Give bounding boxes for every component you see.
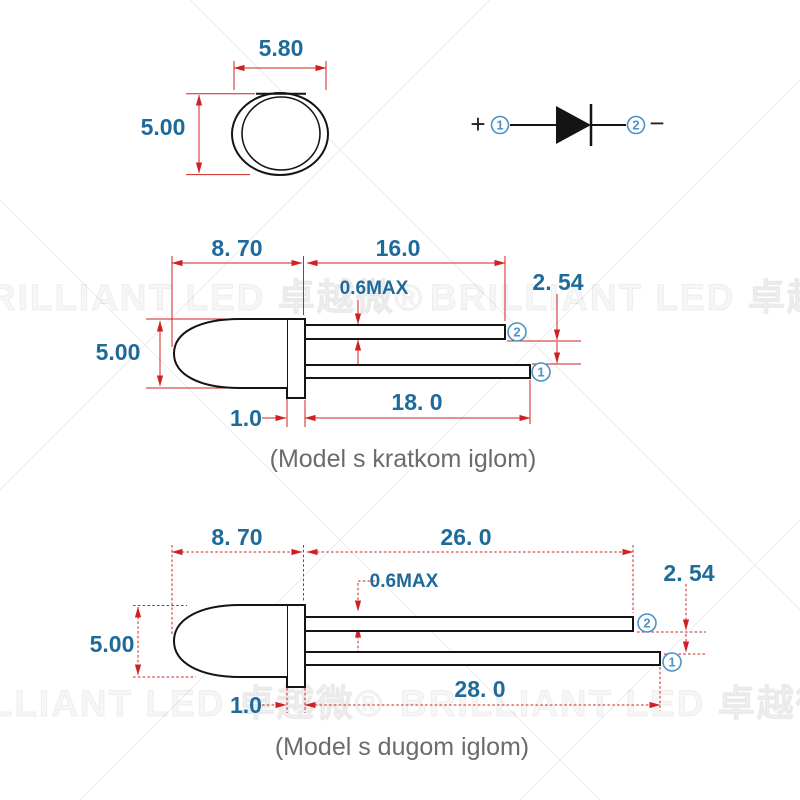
short-model-pin2 bbox=[304, 324, 506, 340]
long-model-pin1-length-label: 28. 0 bbox=[454, 676, 505, 702]
watermark-text: BRILLIANT LED 卓越微® bbox=[430, 277, 800, 318]
short-model-drawing: 2 1 8. 70 16.0 0.6MAX 2. 54 5.00 1.0 18.… bbox=[96, 235, 584, 473]
long-model-pin2-circle bbox=[637, 613, 657, 633]
long-model-pin2 bbox=[304, 616, 634, 632]
short-model-body-dome bbox=[172, 318, 287, 389]
diode-triangle-icon bbox=[556, 106, 591, 144]
long-model-body-dome bbox=[172, 604, 287, 678]
schematic-symbol: + 1 2 − bbox=[470, 104, 665, 146]
short-model-pin2-number: 2 bbox=[513, 325, 520, 340]
short-model-flange bbox=[286, 318, 306, 399]
top-view: 5.80 5.00 bbox=[141, 35, 329, 176]
short-model-pin2-circle bbox=[507, 322, 527, 342]
long-model-caption: (Model s dugom iglom) bbox=[275, 733, 529, 761]
long-model-pitch-label: 2. 54 bbox=[663, 560, 714, 586]
short-model-lead-thickness-label: 0.6MAX bbox=[340, 278, 409, 299]
long-model-pin1 bbox=[304, 651, 661, 666]
top-view-diameter-label: 5.80 bbox=[259, 35, 304, 61]
short-model-pin2-length-label: 16.0 bbox=[376, 235, 421, 261]
long-model-pin2-length-label: 26. 0 bbox=[440, 524, 491, 550]
watermark-text: BRILLIANT LED 卓越微® bbox=[0, 683, 384, 724]
long-model-lead-thickness-label: 0.6MAX bbox=[370, 571, 439, 592]
top-view-height-label: 5.00 bbox=[141, 114, 186, 140]
anode-number: 1 bbox=[496, 118, 503, 133]
long-model-pin1-number: 1 bbox=[668, 655, 675, 670]
short-model-pin1-number: 1 bbox=[537, 365, 544, 380]
lens-inner-circle bbox=[241, 96, 321, 171]
short-model-pin1-circle bbox=[531, 362, 551, 382]
long-model-led-outline bbox=[172, 604, 661, 688]
short-model-body-length-label: 8. 70 bbox=[211, 235, 262, 261]
long-model-flange-width-label: 1.0 bbox=[230, 692, 262, 718]
short-model-dimension-lines bbox=[146, 256, 581, 427]
anode-number-circle bbox=[490, 115, 510, 135]
short-model-pitch-label: 2. 54 bbox=[532, 269, 583, 295]
minus-sign: − bbox=[649, 108, 664, 138]
plus-sign: + bbox=[470, 109, 485, 139]
short-model-pin1-length-label: 18. 0 bbox=[391, 389, 442, 415]
long-model-flange bbox=[286, 604, 306, 688]
long-model-diameter-label: 5.00 bbox=[90, 631, 135, 657]
top-view-dimension-lines bbox=[186, 61, 327, 176]
cathode-number-circle bbox=[626, 115, 646, 135]
watermark-text: BRILLIANT LED 卓越微® bbox=[0, 277, 424, 318]
long-model-body-length-label: 8. 70 bbox=[211, 524, 262, 550]
short-model-flange-width-label: 1.0 bbox=[230, 405, 262, 431]
long-model-pin1-circle bbox=[662, 652, 682, 672]
long-model-pin2-number: 2 bbox=[643, 616, 650, 631]
lens-outer-circle bbox=[231, 92, 329, 176]
long-model-drawing: 2 1 8. 70 26. 0 0.6MAX 2. 54 5.00 1.0 28… bbox=[90, 524, 715, 761]
short-model-diameter-label: 5.00 bbox=[96, 339, 141, 365]
short-model-caption: (Model s kratkom iglom) bbox=[270, 445, 537, 473]
short-model-pin1 bbox=[304, 364, 531, 379]
short-model-led-outline bbox=[172, 318, 531, 399]
cathode-number: 2 bbox=[632, 118, 639, 133]
